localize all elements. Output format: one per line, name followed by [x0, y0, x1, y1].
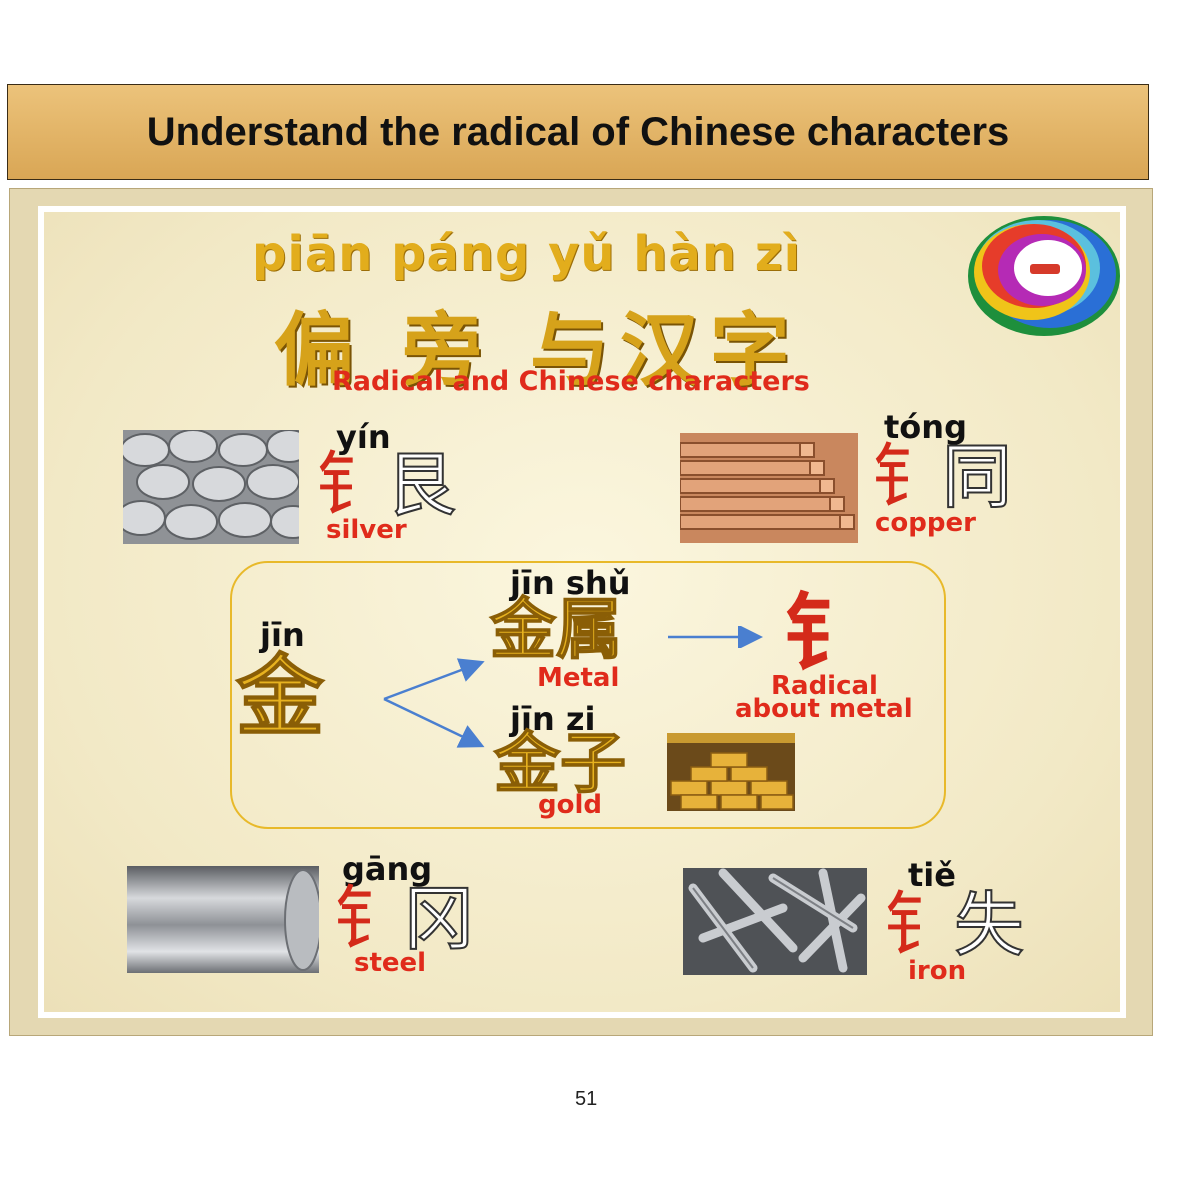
gold-english: gold: [538, 790, 602, 820]
swirl-logo-icon: [968, 216, 1120, 336]
copper-english: copper: [875, 508, 976, 538]
steel-pinyin: gāng: [342, 850, 433, 888]
jinzi-pinyin: jīn zi: [510, 700, 596, 738]
hanzi-title: 偏 旁 与汉字: [274, 303, 800, 397]
silver-pinyin: yín: [336, 418, 391, 456]
metal-radical-character: 钅: [784, 584, 869, 683]
silver-character: 钅艮: [316, 444, 457, 526]
radical-label-line1: Radical: [771, 671, 878, 701]
iron-english: iron: [908, 956, 967, 986]
copper-pinyin: tóng: [884, 408, 967, 446]
metal-radical-box: [230, 561, 946, 829]
silver-ingots-photo: [123, 430, 299, 544]
slide-subtitle: Radical and Chinese characters: [332, 366, 810, 397]
header-bar: Understand the radical of Chinese charac…: [7, 84, 1149, 180]
right-arrow-icon: [668, 626, 763, 648]
jin-character: 金: [235, 644, 325, 748]
radical-label-line2: about metal: [735, 694, 913, 724]
branch-arrows-icon: [383, 658, 485, 748]
copper-character: 钅同: [872, 436, 1013, 518]
copper-bars-photo: [680, 433, 858, 543]
steel-character: 钅冈: [334, 878, 475, 960]
jin-pinyin: jīn: [260, 616, 305, 654]
jinshu-characters: 金属: [489, 590, 623, 668]
pinyin-title: piān páng yǔ hàn zì: [252, 226, 802, 282]
steel-roll-photo: [127, 866, 319, 973]
page-number: 51: [575, 1088, 598, 1110]
silver-english: silver: [326, 515, 407, 545]
iron-character: 钅失: [884, 884, 1025, 966]
iron-pinyin: tiě: [908, 856, 956, 894]
metal-english: Metal: [537, 663, 620, 693]
iron-tools-photo: [683, 868, 867, 975]
background-watermark: [20, 0, 1160, 80]
jinshu-pinyin: jīn shǔ: [510, 564, 631, 602]
gold-bars-photo: [667, 733, 795, 811]
header-title: Understand the radical of Chinese charac…: [146, 109, 1010, 154]
steel-english: steel: [354, 948, 427, 978]
jinzi-characters: 金子: [493, 724, 627, 802]
